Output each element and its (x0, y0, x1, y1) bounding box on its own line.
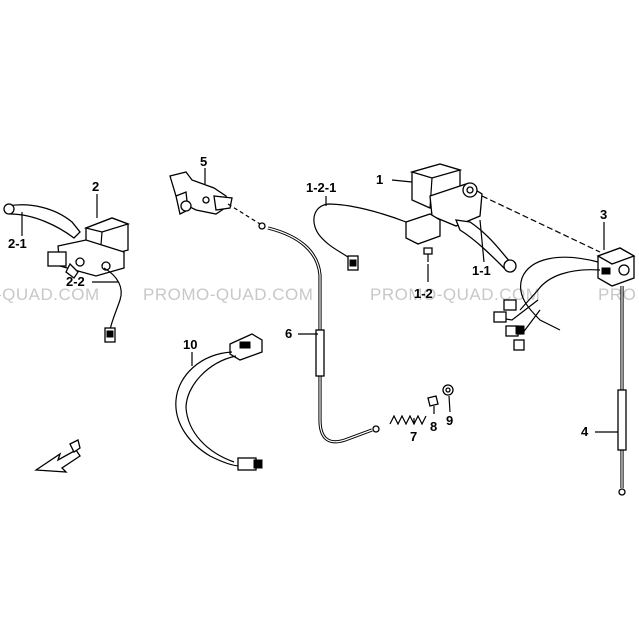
callout-3: 3 (600, 207, 607, 222)
left-brake-switch-wire (103, 267, 122, 331)
callout-2-1: 2-1 (8, 236, 27, 251)
spring (389, 414, 427, 426)
callout-1: 1 (376, 172, 383, 187)
wire-harness (175, 333, 263, 471)
callout-6: 6 (285, 326, 292, 341)
right-brake-master-cylinder (409, 163, 517, 273)
callout-7: 7 (410, 429, 417, 444)
throttle-connector-2 (503, 299, 517, 311)
watermark-left: -QUAD.COM (0, 285, 100, 304)
throttle-connector-1 (493, 311, 507, 323)
watermark-center: PROMO-QUAD.COM (143, 285, 313, 304)
front-direction-arrow-icon (34, 439, 81, 473)
watermark-edge: PRO (598, 285, 636, 304)
left-brake-master-cylinder (3, 203, 131, 279)
callout-1-2: 1-2 (414, 286, 433, 301)
callout-8: 8 (430, 419, 437, 434)
callout-5: 5 (200, 154, 207, 169)
callout-1-1: 1-1 (472, 263, 491, 278)
callout-2-2: 2-2 (66, 274, 85, 289)
watermark-right: PROMO-QUAD.COM (370, 285, 540, 304)
callout-1-2-1: 1-2-1 (306, 180, 336, 195)
parking-lever-assembly (169, 171, 233, 215)
callout-9: 9 (446, 413, 453, 428)
throttle-housing (596, 247, 636, 287)
switch-screw (423, 247, 433, 255)
callout-10: 10 (183, 337, 197, 352)
cable-collar (427, 395, 439, 407)
brake-light-switch (405, 213, 441, 245)
callout-2: 2 (92, 179, 99, 194)
callout-4: 4 (581, 424, 589, 439)
